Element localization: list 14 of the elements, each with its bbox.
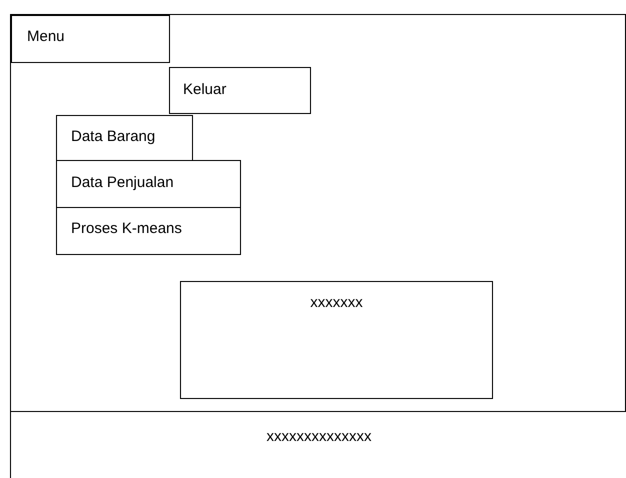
menu-label: Menu	[27, 28, 65, 45]
menu-box	[56, 115, 193, 161]
menu-box	[11, 15, 170, 63]
window-frame	[10, 14, 626, 478]
menu-box	[56, 207, 241, 255]
content-box	[180, 281, 493, 399]
menu-label: Proses K-means	[71, 220, 182, 237]
menu-label: Data Barang	[71, 128, 156, 145]
menu-label: Keluar	[183, 81, 226, 98]
content-text: xxxxxxx	[310, 294, 363, 311]
menu-box	[169, 67, 311, 114]
footer-text: xxxxxxxxxxxxxx	[266, 428, 372, 445]
menu-box	[56, 160, 241, 208]
menu-label: Data Penjualan	[71, 174, 174, 191]
